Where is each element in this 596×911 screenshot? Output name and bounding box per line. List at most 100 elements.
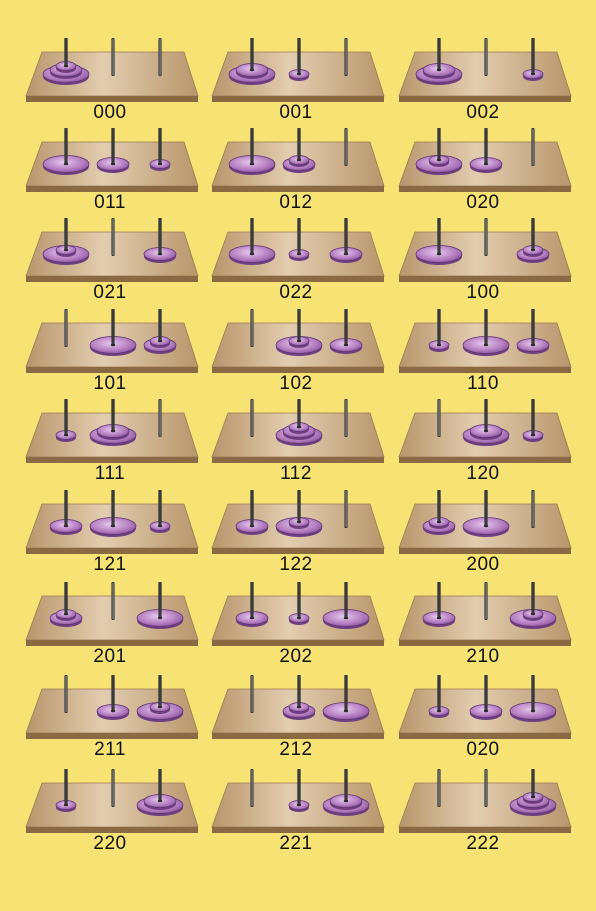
peg-top xyxy=(250,490,254,526)
hanoi-board-drawing xyxy=(25,490,199,554)
peg-highlight xyxy=(438,770,440,806)
state-label: 011 xyxy=(94,192,126,213)
board-edge xyxy=(399,96,571,102)
peg-top xyxy=(111,675,115,711)
peg-top xyxy=(158,218,162,254)
disk-hole xyxy=(63,248,69,252)
hanoi-state-cell: 121 xyxy=(25,490,212,580)
hanoi-state-cell: 012 xyxy=(211,128,398,218)
hanoi-board-drawing xyxy=(211,38,385,102)
hanoi-state-cell: 120 xyxy=(398,399,585,489)
hanoi-board-drawing xyxy=(398,582,572,646)
hanoi-board-drawing xyxy=(398,490,572,554)
peg-top xyxy=(344,582,348,618)
hanoi-board-drawing xyxy=(211,490,385,554)
state-label: 012 xyxy=(279,192,313,213)
peg-top xyxy=(158,309,162,341)
hanoi-board-drawing xyxy=(398,309,572,373)
disk-hole xyxy=(296,72,302,76)
hanoi-state-cell: 221 xyxy=(211,769,398,859)
disk-hole xyxy=(157,799,163,803)
hanoi-state-cell: 110 xyxy=(398,309,585,399)
peg-top xyxy=(344,309,348,345)
hanoi-state-cell: 020 xyxy=(398,128,585,218)
peg-top xyxy=(437,218,441,254)
disk-hole xyxy=(63,612,69,616)
disk-hole xyxy=(110,429,116,433)
peg-top xyxy=(484,309,488,345)
state-label: 200 xyxy=(466,554,500,575)
disk-hole xyxy=(436,616,442,620)
peg-highlight xyxy=(485,39,487,75)
disk-hole xyxy=(530,612,536,616)
state-label: 000 xyxy=(93,102,127,123)
peg-highlight xyxy=(438,400,440,436)
hanoi-state-cell: 201 xyxy=(25,582,212,672)
hanoi-board-drawing xyxy=(398,128,572,192)
state-label: 022 xyxy=(279,282,313,303)
state-label: 220 xyxy=(93,833,127,854)
peg-top xyxy=(111,309,115,345)
board-edge xyxy=(26,186,198,192)
disk-hole xyxy=(296,616,302,620)
state-label: 211 xyxy=(94,739,126,760)
state-label: 221 xyxy=(279,833,313,854)
hanoi-board-drawing xyxy=(25,582,199,646)
hanoi-board-drawing xyxy=(25,128,199,192)
board-edge xyxy=(399,640,571,646)
peg-top xyxy=(111,490,115,526)
peg-top xyxy=(158,128,162,164)
peg-top xyxy=(64,490,68,526)
board-edge xyxy=(212,640,384,646)
disk-hole xyxy=(530,795,536,799)
peg-highlight xyxy=(112,219,114,255)
hanoi-board-drawing xyxy=(211,309,385,373)
hanoi-state-cell: 212 xyxy=(211,675,398,765)
peg-top xyxy=(64,38,68,66)
hanoi-state-cell: 200 xyxy=(398,490,585,580)
disk-hole xyxy=(110,709,116,713)
peg-top xyxy=(111,399,115,431)
disk-hole xyxy=(63,433,69,437)
peg-top xyxy=(297,38,301,74)
board-edge xyxy=(212,457,384,463)
disk-hole xyxy=(63,64,69,68)
disk-hole xyxy=(343,252,349,256)
state-label: 021 xyxy=(93,282,127,303)
disk-hole xyxy=(436,343,442,347)
peg-highlight xyxy=(251,770,253,806)
peg-highlight xyxy=(485,770,487,806)
disk-hole xyxy=(296,252,302,256)
peg-top xyxy=(531,218,535,250)
board-edge xyxy=(212,367,384,373)
state-label: 121 xyxy=(93,554,127,575)
peg-top xyxy=(297,490,301,522)
disk-hole xyxy=(530,709,536,713)
disk-hole xyxy=(530,343,536,347)
disk-hole xyxy=(157,162,163,166)
hanoi-state-cell: 220 xyxy=(25,769,212,859)
peg-top xyxy=(344,769,348,801)
peg-top xyxy=(250,218,254,254)
peg-top xyxy=(484,399,488,431)
disk-hole xyxy=(157,524,163,528)
board-edge xyxy=(399,827,571,833)
disk-hole xyxy=(343,343,349,347)
disk-hole xyxy=(249,252,255,256)
disk-hole xyxy=(249,616,255,620)
disk-hole xyxy=(296,520,302,524)
state-label: 020 xyxy=(466,192,500,213)
peg-top xyxy=(531,309,535,345)
peg-top xyxy=(437,675,441,711)
board-edge xyxy=(399,367,571,373)
state-label: 210 xyxy=(466,646,500,667)
peg-highlight xyxy=(345,39,347,75)
hanoi-state-cell: 021 xyxy=(25,218,212,308)
hanoi-state-cell: 222 xyxy=(398,769,585,859)
peg-highlight xyxy=(485,583,487,619)
state-label: 101 xyxy=(93,373,127,394)
disk-hole xyxy=(157,705,163,709)
hanoi-board-drawing xyxy=(25,399,199,463)
disk-hole xyxy=(483,162,489,166)
peg-top xyxy=(484,675,488,711)
